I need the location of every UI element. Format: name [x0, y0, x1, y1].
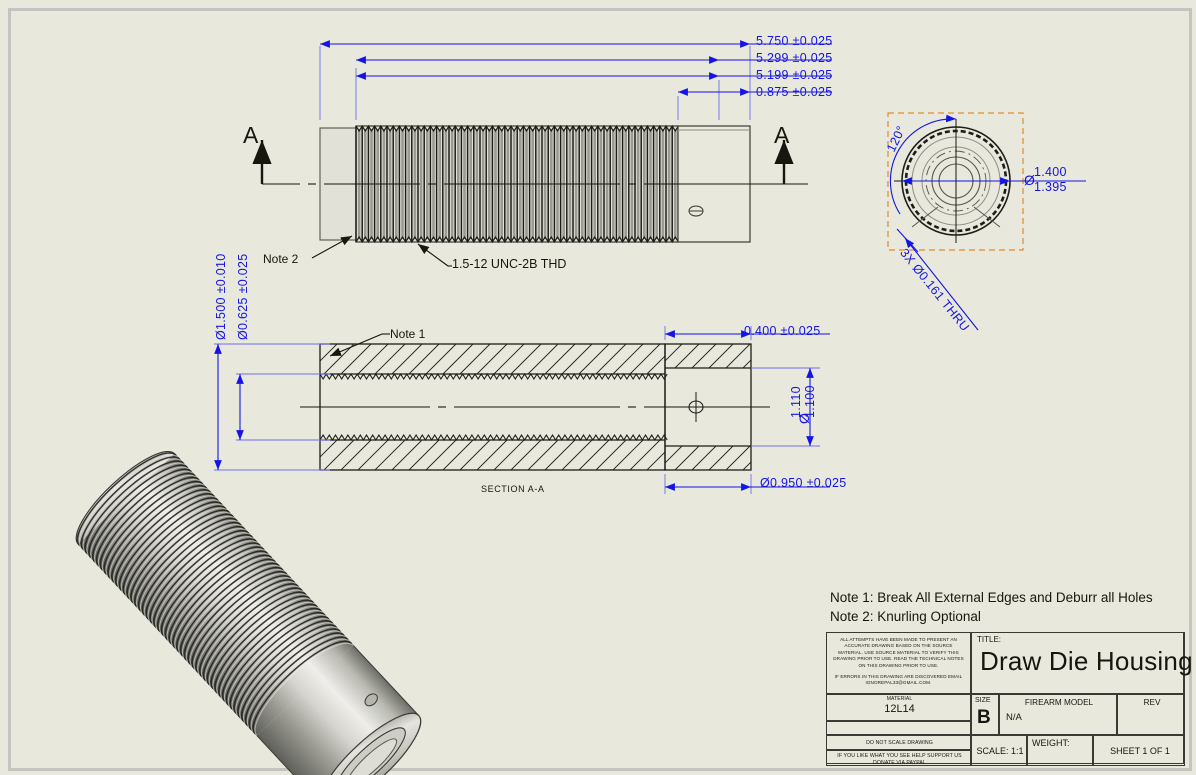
note2-leader-label: Note 2	[263, 252, 299, 266]
dim-thread-length: 5.199 ±0.025	[756, 68, 833, 82]
material-value: 12L14	[884, 703, 915, 715]
dim-bore-major-diameter: Ø1.500 ±0.010	[214, 253, 228, 340]
rev-cell: REV	[1117, 694, 1185, 735]
note-2-text: Note 2: Knurling Optional	[830, 609, 981, 624]
end-view-diameter-lower: 1.395	[1034, 180, 1067, 194]
disclaimer-text: ALL ATTEMPTS HAVE BEEN MADE TO PRESENT A…	[827, 633, 970, 687]
title-label: TITLE:	[977, 635, 1002, 644]
sheet-label: SHEET 1 OF 1	[1110, 746, 1170, 756]
firearm-model-value: N/A	[1006, 712, 1022, 723]
section-label-a-left: A	[243, 122, 259, 148]
scale-cell: SCALE: 1:1	[971, 735, 1027, 766]
section-view-label: SECTION A-A	[481, 484, 545, 494]
size-label: SIZE	[975, 697, 991, 704]
rev-label: REV	[1143, 698, 1161, 707]
weight-label: WEIGHT:	[1032, 738, 1070, 748]
end-view-diameter-symbol: Ø	[1024, 172, 1036, 188]
do-not-scale-cell: DO NOT SCALE DRAWING	[826, 735, 971, 750]
weight-cell: WEIGHT:	[1027, 735, 1093, 766]
disclaimer-line-6: IF ERRORS IN THIS DRAWING ARE DISCOVERED…	[834, 674, 963, 680]
sheet-cell: SHEET 1 OF 1	[1093, 735, 1185, 766]
section-label-a-right: A	[774, 122, 790, 148]
thread-callout-label: 1.5-12 UNC-2B THD	[452, 257, 567, 271]
dim-bore-minor-diameter: Ø0.625 ±0.025	[236, 253, 250, 340]
end-view-diameter-upper: 1.400	[1034, 165, 1067, 179]
firearm-model-cell: FIREARM MODEL N/A	[999, 694, 1117, 735]
scale-label: SCALE: 1:1	[976, 746, 1024, 756]
disclaimer-cell: ALL ATTEMPTS HAVE BEEN MADE TO PRESENT A…	[826, 632, 971, 694]
disclaimer-line-3: MATERIAL. USE SOURCE MATERIAL TO VERIFY …	[838, 649, 959, 655]
support-cell: IF YOU LIKE WHAT YOU SEE HELP SUPPORT US…	[826, 750, 971, 766]
title-cell: TITLE: Draw Die Housing	[971, 632, 1193, 694]
title-value: Draw Die Housing	[980, 646, 1193, 676]
note1-leader-label: Note 1	[390, 327, 426, 341]
note-1-text: Note 1: Break All External Edges and Deb…	[830, 590, 1153, 605]
sheet-border	[8, 8, 1192, 771]
dim-overall-length: 5.750 ±0.025	[756, 34, 833, 48]
material-label: MATERIAL	[886, 696, 913, 702]
stacked-diameter-lower: 1.100	[803, 385, 817, 418]
size-cell: SIZE B	[971, 694, 999, 735]
support-line-2: DONATE VIA PAYPAL	[873, 760, 926, 766]
do-not-scale-text: DO NOT SCALE DRAWING	[866, 740, 933, 746]
title-block: ALL ATTEMPTS HAVE BEEN MADE TO PRESENT A…	[826, 632, 1193, 766]
disclaimer-line-5: ON THIS DRAWING PRIOR TO USE.	[858, 662, 939, 668]
dim-collar-offset: 0.875 ±0.025	[756, 85, 833, 99]
firearm-model-label: FIREARM MODEL	[1024, 698, 1094, 707]
disclaimer-line-7: IGNOREPAL33@GMAIL.COM.	[865, 680, 932, 686]
support-line-1: IF YOU LIKE WHAT YOU SEE HELP SUPPORT US	[837, 753, 962, 759]
stacked-diameter-upper: 1.110	[789, 386, 803, 418]
material-cell: MATERIAL 12L14	[826, 694, 971, 721]
size-value: B	[977, 707, 991, 728]
dim-thread-end-length: 5.299 ±0.025	[756, 51, 833, 65]
material-blank-cell	[826, 721, 971, 735]
disclaimer-line-4: DRAWING PRIOR TO USE. READ THE TECHNICAL…	[833, 656, 964, 662]
section-view-label-text: SECTION A-A	[481, 484, 545, 494]
isometric-model	[75, 450, 422, 775]
disclaimer-line-1: ALL ATTEMPTS HAVE BEEN MADE TO PRESENT A…	[840, 637, 957, 642]
dim-collar-diameter: Ø0.950 ±0.025	[760, 476, 847, 490]
disclaimer-line-2: ACCURATE DRAWING BASED ON THE SOURCE	[844, 643, 953, 649]
dim-collar-width: 0.400 ±0.025	[744, 324, 821, 338]
